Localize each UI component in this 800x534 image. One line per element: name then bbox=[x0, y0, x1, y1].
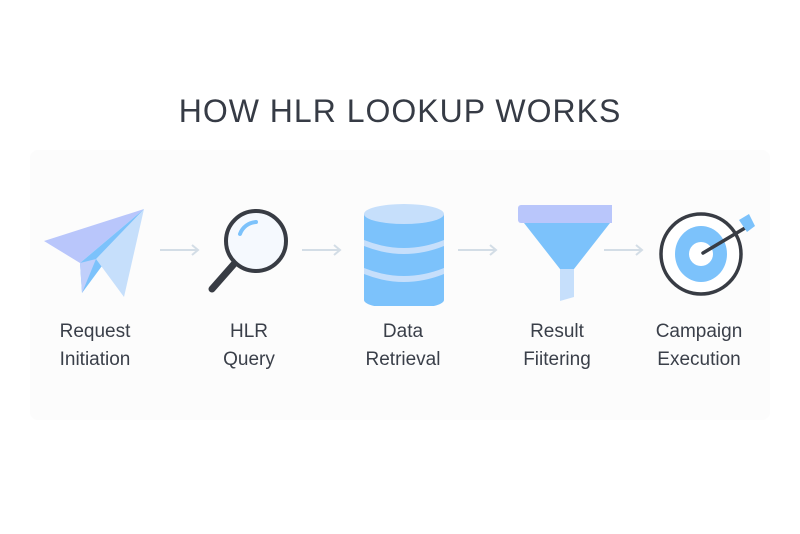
step-label: Data Retrieval bbox=[338, 318, 468, 374]
funnel-icon bbox=[492, 196, 622, 306]
step-label-line2: Fiitering bbox=[523, 349, 591, 370]
step-label-line2: Query bbox=[223, 349, 275, 370]
database-icon bbox=[338, 196, 468, 306]
step-label-line1: Data bbox=[382, 321, 424, 342]
step-label: Result Fiitering bbox=[492, 318, 622, 374]
step-request-initiation: Request Initiation bbox=[30, 196, 160, 374]
step-label: HLR Query bbox=[184, 318, 314, 374]
arrow-right-icon bbox=[458, 244, 498, 256]
step-label-line2: Execution bbox=[657, 349, 741, 370]
step-label-line2: Initiation bbox=[59, 349, 131, 370]
step-campaign-execution: Campaign Execution bbox=[634, 196, 764, 374]
target-icon bbox=[634, 196, 764, 306]
magnifying-glass-icon bbox=[184, 196, 314, 306]
step-hlr-query: HLR Query bbox=[184, 196, 314, 374]
step-label-line1: Result bbox=[530, 321, 584, 342]
step-label: Campaign Execution bbox=[634, 318, 764, 374]
step-result-filtering: Result Fiitering bbox=[492, 196, 622, 374]
step-data-retrieval: Data Retrieval bbox=[338, 196, 468, 374]
step-label: Request Initiation bbox=[30, 318, 160, 374]
paper-plane-icon bbox=[30, 196, 160, 306]
arrow-right-icon bbox=[604, 244, 644, 256]
step-label-line2: Retrieval bbox=[365, 349, 441, 370]
arrow-right-icon bbox=[160, 244, 200, 256]
arrow-right-icon bbox=[302, 244, 342, 256]
step-label-line1: Request bbox=[59, 321, 131, 342]
step-label-line1: Campaign bbox=[655, 321, 743, 342]
step-label-line1: HLR bbox=[229, 321, 268, 342]
diagram-title: HOW HLR LOOKUP WORKS bbox=[178, 93, 622, 129]
